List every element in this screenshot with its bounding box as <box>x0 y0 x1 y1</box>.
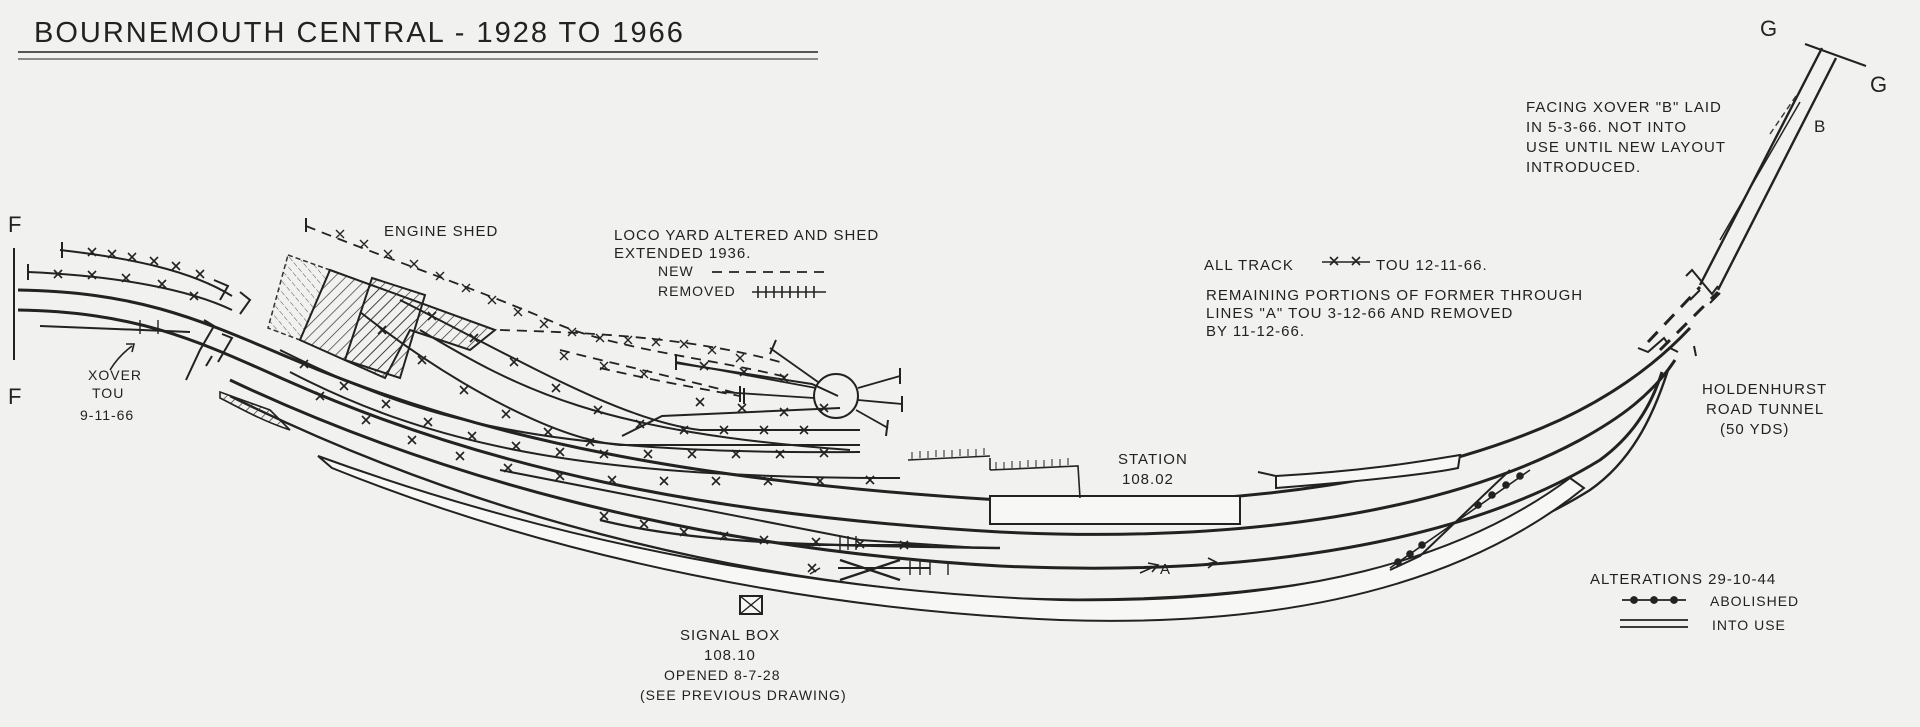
station-mileage: 108.02 <box>1122 471 1174 488</box>
arrow-a <box>1139 557 1218 574</box>
bay-platform <box>1275 453 1462 490</box>
turntable-roads <box>675 347 903 429</box>
abolished-track <box>1389 469 1531 569</box>
legend-abolished-sample <box>1622 596 1686 604</box>
turntable <box>813 373 859 419</box>
bay-buffer <box>1257 471 1277 488</box>
removed-ticks <box>139 320 949 575</box>
engine-shed-label: ENGINE SHED <box>384 223 498 240</box>
station-label: STATION <box>1118 451 1188 468</box>
edge-marker-east-upper: G <box>1760 16 1777 41</box>
key-removed-label: REMOVED <box>658 283 736 299</box>
key-new-label: NEW <box>658 263 694 279</box>
loco-yard-note-1: LOCO YARD ALTERED AND SHED <box>614 227 879 244</box>
tunnel-label-2: ROAD TUNNEL <box>1706 401 1824 418</box>
crossover-b-label: B <box>1814 117 1826 136</box>
tunnel-portals <box>1637 268 1719 357</box>
north-crossover-b <box>1719 101 1801 241</box>
north-line-2 <box>1716 57 1838 291</box>
north-line-1 <box>1698 47 1824 286</box>
removed-lines <box>27 249 1511 571</box>
platforms <box>317 453 1586 622</box>
scissor-crossover <box>839 558 901 582</box>
remaining-note-2: LINES "A" TOU 3-12-66 AND REMOVED <box>1206 305 1513 322</box>
tunnel-label-3: (50 YDS) <box>1720 421 1789 438</box>
tunnel-dashed-lines <box>1646 285 1720 352</box>
long-platform <box>317 455 1586 622</box>
all-track-suffix: TOU 12-11-66. <box>1376 257 1488 274</box>
crossover-boundary <box>185 279 252 381</box>
facing-note-1: FACING XOVER "B" LAID <box>1526 99 1722 116</box>
main-line-1 <box>17 288 1692 504</box>
main-line-3 <box>229 371 1664 570</box>
legend-into-use-sample <box>1620 619 1688 628</box>
new-line-crosses <box>335 229 745 379</box>
alterations-title: ALTERATIONS 29-10-44 <box>1590 571 1776 588</box>
legend-abolished-label: ABOLISHED <box>1710 593 1799 609</box>
crossover-b-dashed <box>1769 95 1797 135</box>
xover-label-3: 9-11-66 <box>80 407 134 423</box>
tunnel-label-1: HOLDENHURST <box>1702 381 1827 398</box>
station-walls <box>907 455 1081 499</box>
facing-note-4: INTRODUCED. <box>1526 159 1641 176</box>
key-removed-sample <box>752 286 826 298</box>
all-track-sample <box>1322 256 1370 266</box>
north-lines <box>1698 47 1838 291</box>
removed-crosses <box>53 247 909 573</box>
legend-into-use-label: INTO USE <box>1712 617 1786 633</box>
line-a-label: A <box>1160 561 1171 578</box>
xover-label-1: XOVER <box>88 367 142 383</box>
all-track-prefix: ALL TRACK <box>1204 257 1294 274</box>
signal-box-mileage: 108.10 <box>704 647 756 664</box>
edge-marker-west-lower: F <box>8 384 21 409</box>
station-platform <box>989 495 1241 525</box>
main-line-2 <box>17 308 1677 536</box>
loco-yard-note-2: EXTENDED 1936. <box>614 245 751 262</box>
remaining-note-1: REMAINING PORTIONS OF FORMER THROUGH <box>1206 287 1583 304</box>
signal-box-ref: (SEE PREVIOUS DRAWING) <box>640 687 847 703</box>
edge-marker-west-upper: F <box>8 212 21 237</box>
diagram-title: BOURNEMOUTH CENTRAL - 1928 TO 1966 <box>34 17 685 49</box>
edge-marker-east-lower: G <box>1870 72 1887 97</box>
facing-note-2: IN 5-3-66. NOT INTO <box>1526 119 1687 136</box>
xover-label-2: TOU <box>92 385 124 401</box>
west-siding <box>219 390 291 431</box>
signal-box-opened: OPENED 8-7-28 <box>664 667 780 683</box>
xover-arrow <box>109 343 136 371</box>
buffer-stops <box>27 218 903 437</box>
remaining-note-3: BY 11-12-66. <box>1206 323 1305 340</box>
north-boundary <box>1689 43 1867 304</box>
signal-box-label: SIGNAL BOX <box>680 627 780 644</box>
facing-note-3: USE UNTIL NEW LAYOUT <box>1526 139 1726 156</box>
wall-ticks <box>911 448 1069 469</box>
